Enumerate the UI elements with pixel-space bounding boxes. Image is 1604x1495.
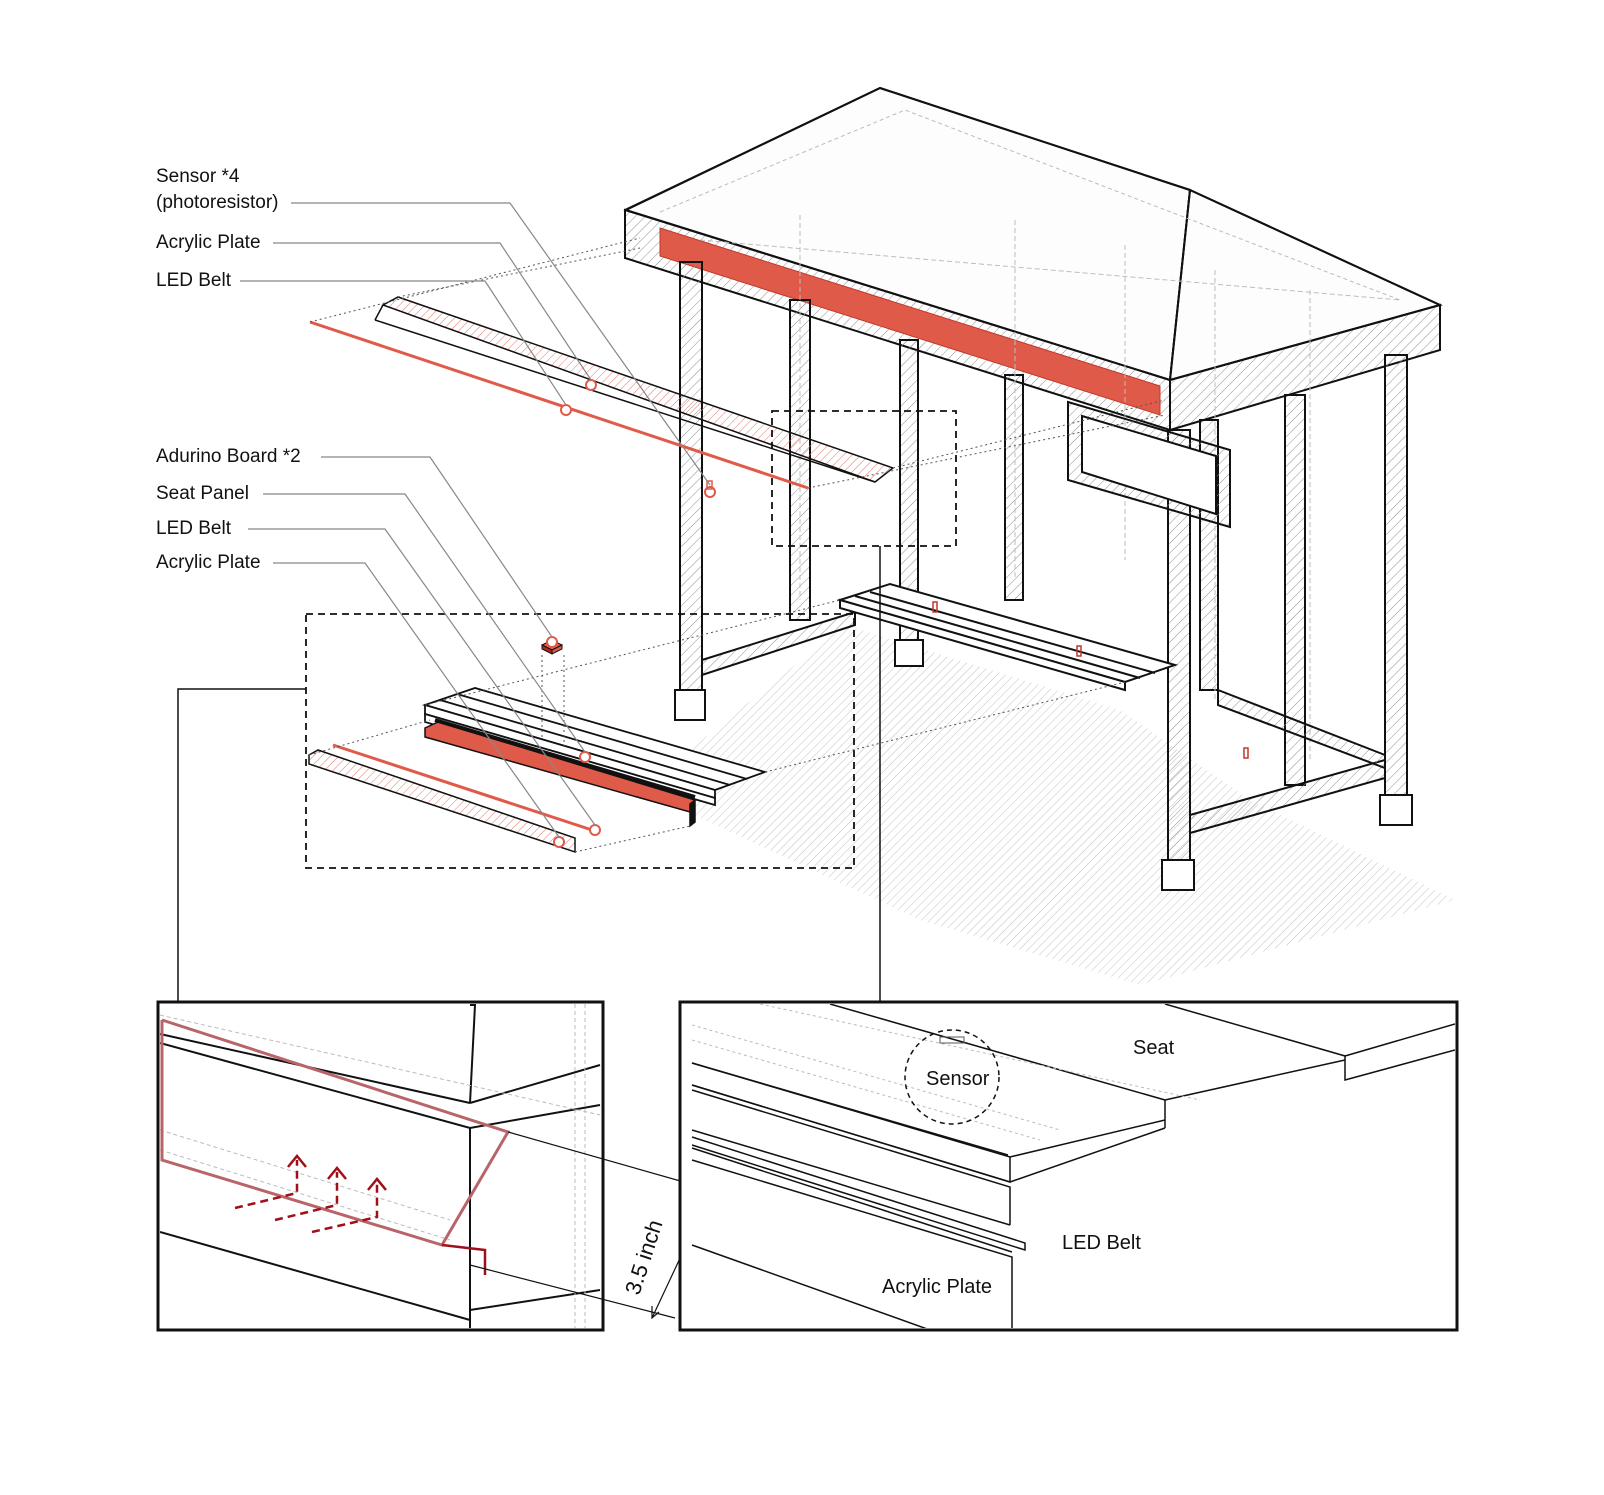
- callout-leaders-top: [240, 202, 711, 486]
- callout-sensor-label: Sensor *4: [156, 166, 240, 187]
- callout-seat-acrylic-label: Acrylic Plate: [156, 552, 261, 573]
- detail-seat-label: Seat: [1133, 1037, 1175, 1059]
- exploded-roof-led-belt: [309, 320, 809, 490]
- exploded-roof-acrylic: [374, 296, 895, 483]
- detail-panel-left: [156, 1000, 605, 1332]
- callout-led-belt-label: LED Belt: [156, 270, 231, 291]
- callout-sensor-type-label: (photoresistor): [156, 192, 279, 213]
- installed-seat: [836, 582, 1179, 692]
- detail-box-seat: [305, 613, 855, 869]
- detail-acrylic-plate-label: Acrylic Plate: [882, 1276, 993, 1298]
- callout-dot: [546, 636, 558, 648]
- seat-sensor-marker: [1076, 645, 1082, 657]
- seat-sensor-marker: [932, 601, 938, 613]
- callout-dot: [553, 836, 565, 848]
- exploded-seat-led-belt: [424, 718, 697, 828]
- sensor-marker: [706, 480, 713, 490]
- detail-sensor-label: Sensor: [926, 1068, 990, 1090]
- projection-lines: [309, 237, 1166, 489]
- shelter-lower-rails: [701, 610, 1386, 835]
- callout-dot: [560, 404, 572, 416]
- ground-sensor-marker: [1243, 747, 1249, 759]
- exploded-seat-led-wire: [332, 743, 593, 832]
- callout-seat-panel-label: Seat Panel: [156, 483, 249, 504]
- callout-arduino-label: Adurino Board *2: [156, 446, 301, 467]
- shelter-posts: [674, 261, 1413, 891]
- exploded-seat-acrylic: [308, 749, 576, 854]
- map-display-frame: [1067, 400, 1231, 529]
- projection-lines: [308, 599, 1126, 853]
- detail-connector-left: [177, 688, 306, 1002]
- callout-leaders-seat: [248, 456, 596, 838]
- callout-seat-led-belt-label: LED Belt: [156, 518, 231, 539]
- callout-dot: [579, 751, 591, 763]
- detail-box-roof: [771, 410, 957, 547]
- ground-shadow: [640, 625, 1455, 985]
- roof-led-strip: [659, 227, 1161, 416]
- shelter-back-panels: [699, 215, 1401, 760]
- detail-led-belt-label: LED Belt: [1062, 1232, 1141, 1254]
- callout-dot: [589, 824, 601, 836]
- callout-dot: [585, 379, 597, 391]
- callout-acrylic-plate-label: Acrylic Plate: [156, 232, 261, 253]
- detail-panel-right: [678, 1000, 1459, 1332]
